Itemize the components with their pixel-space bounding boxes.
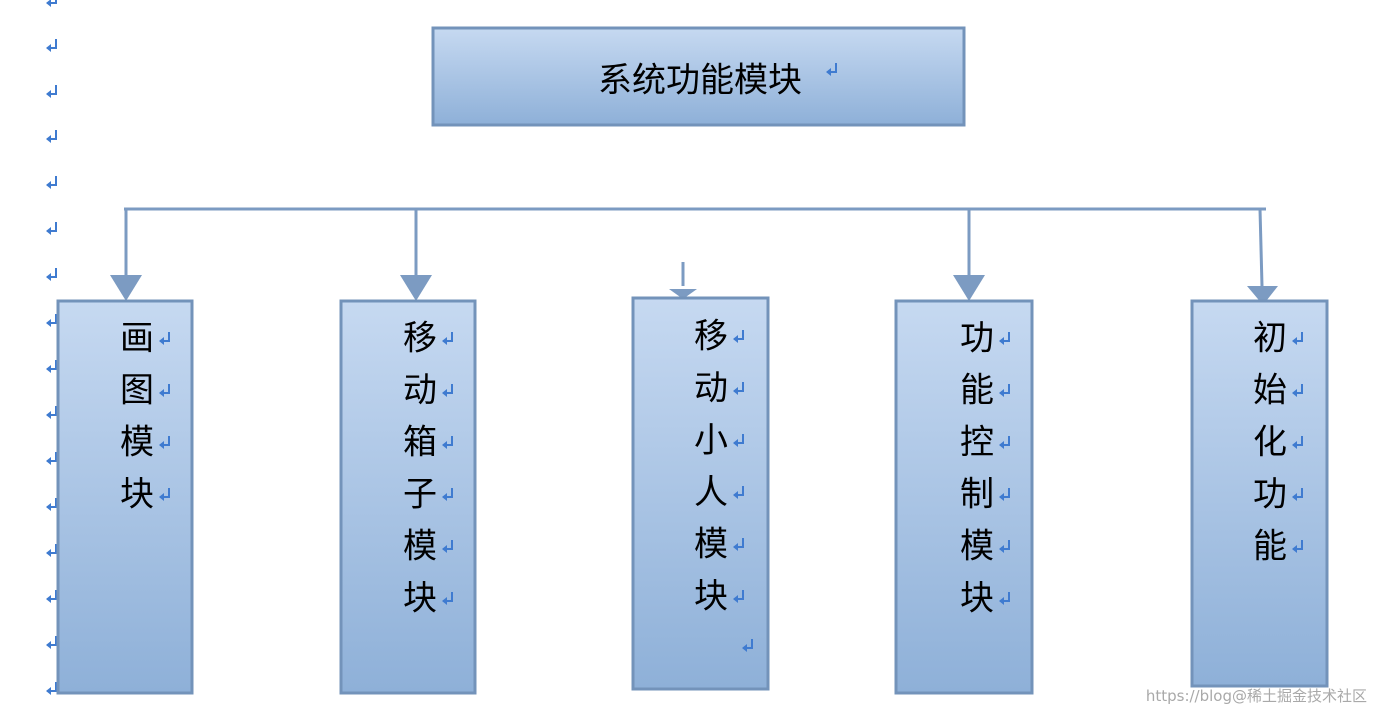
title-text: 系统功能模块	[598, 61, 802, 101]
paragraph-mark-icon	[45, 543, 57, 558]
module-label-char: 功	[960, 319, 994, 359]
module-label-char: 能	[960, 371, 994, 411]
module-box-3	[631, 296, 770, 691]
paragraph-mark-icon	[45, 451, 57, 466]
module-label-char: 移	[694, 317, 728, 357]
paragraph-mark-icon	[45, 175, 57, 190]
arrowhead-5	[1247, 286, 1278, 305]
title-box: 系统功能模块	[431, 26, 966, 127]
watermark: https://blog@稀土掘金技术社区	[1145, 687, 1367, 705]
margin-paragraph-marks	[45, 0, 57, 696]
paragraph-mark-icon	[45, 221, 57, 236]
arrowhead-2	[400, 275, 432, 301]
module-label-char: 模	[960, 527, 994, 567]
paragraph-mark-icon	[45, 589, 57, 604]
paragraph-mark-icon	[45, 359, 57, 374]
module-label-char: 块	[960, 579, 994, 619]
paragraph-mark-icon	[45, 405, 57, 420]
module-label-char: 块	[403, 579, 437, 619]
arrowheads	[110, 275, 1278, 305]
connector-5	[1258, 208, 1264, 287]
module-label-char: 功	[1253, 475, 1287, 515]
module-label-char: 始	[1253, 371, 1287, 411]
module-label-char: 小	[694, 421, 728, 461]
module-label-char: 模	[120, 423, 154, 463]
module-label-char: 图	[120, 371, 154, 411]
module-label-char: 块	[120, 475, 154, 515]
arrowhead-4	[953, 275, 985, 301]
module-label-char: 人	[694, 473, 728, 513]
module-label-char: 子	[403, 475, 437, 515]
paragraph-mark-icon	[45, 313, 57, 328]
module-label-char: 控	[960, 423, 994, 463]
module-label-char: 能	[1253, 527, 1287, 567]
module-box-5	[1190, 299, 1329, 688]
arrowhead-1	[110, 275, 142, 301]
paragraph-mark-icon	[45, 38, 57, 53]
connectors	[124, 207, 1266, 287]
module-label-char: 块	[694, 577, 728, 617]
module-label-char: 动	[694, 369, 728, 409]
arrowhead-3	[669, 289, 697, 299]
module-label-char: 动	[403, 371, 437, 411]
module-label-char: 初	[1253, 319, 1287, 359]
paragraph-mark-icon	[45, 0, 57, 8]
module-label-char: 箱	[403, 423, 437, 463]
module-label-char: 画	[120, 319, 154, 359]
module-label-char: 化	[1253, 423, 1287, 463]
paragraph-mark-icon	[45, 635, 57, 650]
module-label-char: 模	[403, 527, 437, 567]
module-label-char: 移	[403, 319, 437, 359]
paragraph-mark-icon	[45, 129, 57, 144]
paragraph-mark-icon	[45, 681, 57, 696]
paragraph-mark-icon	[45, 84, 57, 99]
module-label-char: 模	[694, 525, 728, 565]
module-label-char: 制	[960, 475, 994, 515]
paragraph-mark-icon	[45, 267, 57, 282]
paragraph-mark-icon	[45, 497, 57, 512]
